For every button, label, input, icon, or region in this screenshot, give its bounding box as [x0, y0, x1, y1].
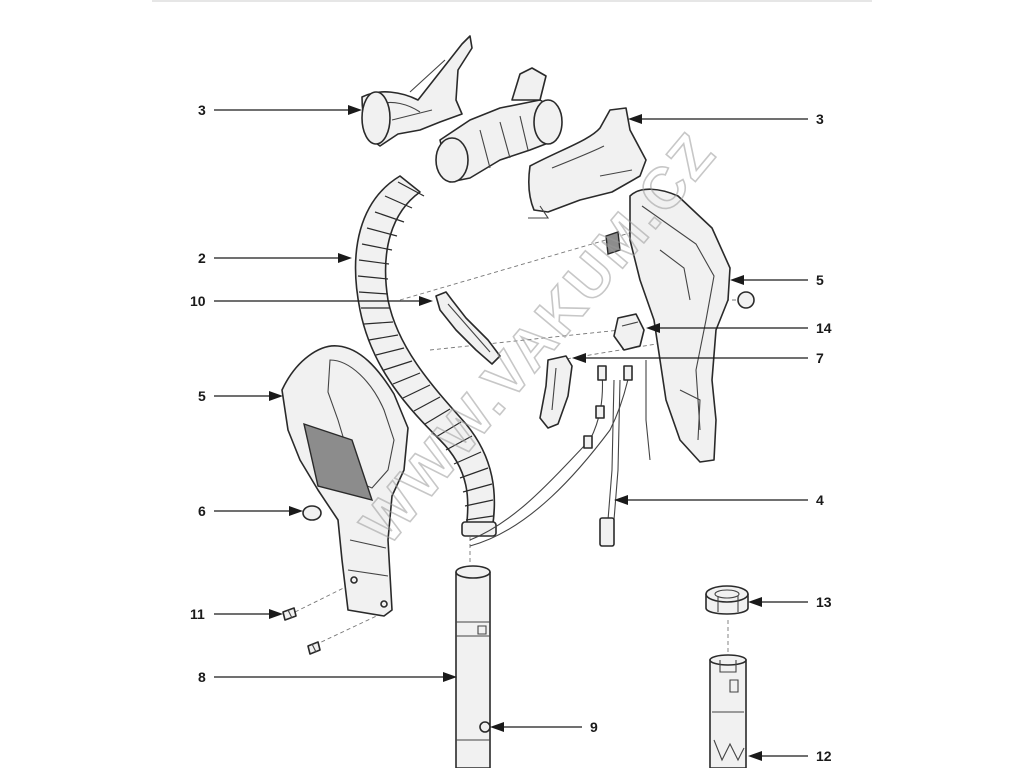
part-11-screws: [282, 607, 321, 655]
callout-label: 13: [816, 594, 832, 610]
part-8-tube: [455, 565, 491, 768]
part-7-trigger: [539, 355, 573, 429]
part-5-left-housing: [281, 345, 409, 617]
part-14-microswitch: [613, 313, 645, 351]
part-4-wiring: [469, 360, 651, 547]
part-3-left-shell: [361, 35, 473, 147]
hose-corrugations: [357, 181, 494, 521]
callout-label: 7: [816, 350, 824, 366]
leader-lines: [214, 105, 808, 761]
part-2-hose: [354, 175, 497, 537]
callout-numbers: 3 3 2 5 10 14 7 5 6 4 11 13 8 9 12: [190, 102, 832, 764]
callout-label: 3: [816, 111, 824, 127]
callout-label: 9: [590, 719, 598, 735]
top-divider: [152, 0, 872, 2]
part-5-right-housing: [605, 188, 755, 463]
callout-label: 4: [816, 492, 824, 508]
callout-label: 2: [198, 250, 206, 266]
part-6-plug: [302, 505, 322, 521]
callout-label: 12: [816, 748, 832, 764]
callout-label: 14: [816, 320, 832, 336]
callout-label: 10: [190, 293, 206, 309]
part-12-lower-tube: [709, 654, 747, 768]
part-3-swivel-connector: [435, 67, 563, 183]
callout-label: 5: [198, 388, 206, 404]
callout-label: 6: [198, 503, 206, 519]
part-3-right-shell: [528, 107, 647, 219]
callout-label: 3: [198, 102, 206, 118]
callout-label: 8: [198, 669, 206, 685]
part-10-lever: [435, 291, 501, 365]
callout-label: 5: [816, 272, 824, 288]
part-9-button: [479, 721, 491, 733]
part-13-collar: [705, 585, 749, 615]
callout-label: 11: [190, 606, 205, 622]
